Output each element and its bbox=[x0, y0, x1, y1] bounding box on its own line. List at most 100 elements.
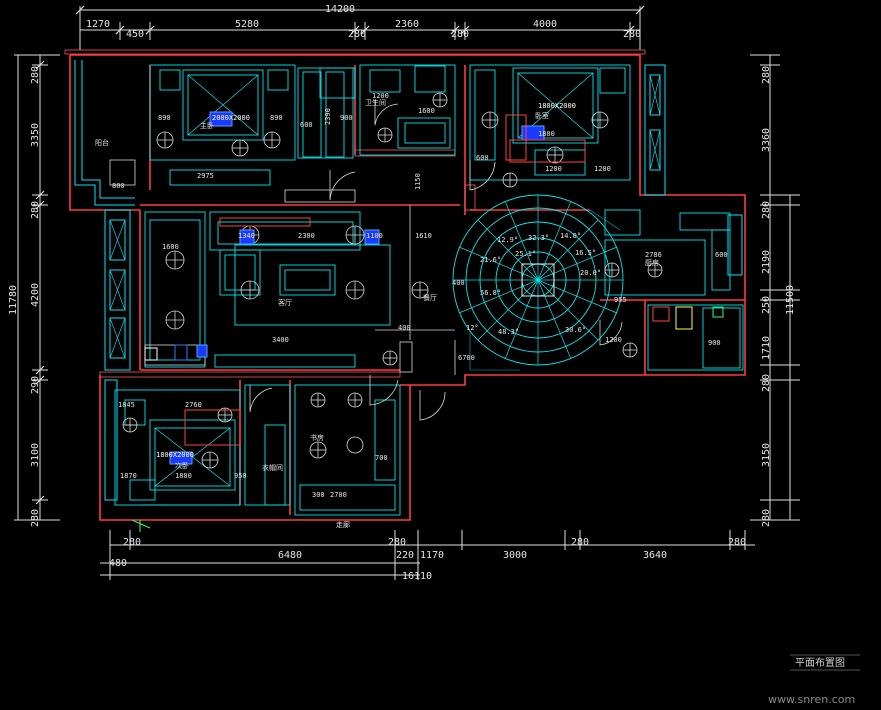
room-label-master: 主卧 bbox=[200, 121, 214, 130]
angle-4: 16.5° bbox=[575, 249, 596, 257]
dim-left-290: 290 bbox=[30, 376, 41, 394]
size-700: 700 bbox=[375, 454, 388, 462]
room-label-bath: 卫生间 bbox=[365, 98, 386, 107]
size-890b: 890 bbox=[270, 114, 283, 122]
dim-top-4: 280 bbox=[348, 29, 366, 40]
dim-right-280d: 280 bbox=[761, 509, 772, 527]
furniture-cyan bbox=[114, 64, 744, 516]
angle-8: 48.3° bbox=[498, 328, 519, 336]
round-dining-area bbox=[452, 194, 624, 366]
room-label-second: 卧室 bbox=[535, 111, 549, 120]
bed-master-size: 2000X2000 bbox=[212, 114, 250, 122]
size-1340: 1340 bbox=[238, 232, 255, 240]
dim-top-total: 14200 bbox=[325, 4, 355, 15]
size-2760: 2760 bbox=[185, 401, 202, 409]
angle-7: 30.6° bbox=[565, 326, 586, 334]
size-950: 950 bbox=[234, 472, 247, 480]
title-block: 平面布置图 www.snren.com bbox=[768, 654, 860, 706]
room-label-balcony: 阳台 bbox=[95, 138, 109, 147]
dim-top-6: 280 bbox=[451, 29, 469, 40]
marker-icon bbox=[131, 519, 151, 532]
dim-top-1: 1270 bbox=[86, 19, 110, 30]
angle-11: 25.1° bbox=[515, 250, 536, 258]
dimension-texts: 14200 1270 450 5280 280 2360 280 4000 28… bbox=[8, 4, 796, 582]
size-2975: 2975 bbox=[197, 172, 214, 180]
dim-bottom-3000: 3000 bbox=[503, 550, 527, 561]
dim-bottom-1170: 1170 bbox=[420, 550, 444, 561]
size-2300: 2300 bbox=[298, 232, 315, 240]
dim-left-total: 11780 bbox=[8, 285, 19, 315]
window-crosses bbox=[109, 74, 661, 359]
size-1800a: 1800 bbox=[538, 130, 555, 138]
size-1600b: 1600 bbox=[162, 243, 179, 251]
dim-right-280c: 280 bbox=[761, 374, 772, 392]
dim-right-280a: 280 bbox=[761, 66, 772, 84]
dim-right-280b: 280 bbox=[761, 201, 772, 219]
dim-top-7: 4000 bbox=[533, 19, 557, 30]
size-300: 300 bbox=[312, 491, 325, 499]
size-955: 955 bbox=[614, 296, 627, 304]
size-400: 400 bbox=[452, 279, 465, 287]
room-label-corridor: 走廊 bbox=[336, 520, 350, 529]
room-label-kitchen: 厨房 bbox=[645, 258, 659, 267]
size-1200a: 1200 bbox=[372, 92, 389, 100]
size-1150: 1150 bbox=[414, 173, 422, 190]
red-hatch bbox=[184, 114, 586, 446]
size-400b: 6700 bbox=[458, 354, 475, 362]
size-890a: 890 bbox=[158, 114, 171, 122]
size-600b: 600 bbox=[476, 154, 489, 162]
angle-2: 12.9° bbox=[497, 236, 518, 244]
watermark: www.snren.com bbox=[768, 693, 855, 706]
angle-1: 32.3° bbox=[528, 234, 549, 242]
size-1800b: 1800 bbox=[175, 472, 192, 480]
size-600d: 400 bbox=[398, 324, 411, 332]
angle-10: 21.6° bbox=[480, 256, 501, 264]
angle-9: 12° bbox=[466, 324, 479, 332]
size-1600a: 1600 bbox=[418, 107, 435, 115]
dim-left-280c: 280 bbox=[30, 509, 41, 527]
room-label-dining: 餐厅 bbox=[423, 293, 437, 302]
dim-top-3: 5280 bbox=[235, 19, 259, 30]
dim-top-8: 280 bbox=[623, 29, 641, 40]
bed-third-size: 1800X2000 bbox=[156, 451, 194, 459]
size-1870: 1870 bbox=[120, 472, 137, 480]
dimension-lines bbox=[14, 6, 800, 580]
dim-left-3350: 3350 bbox=[30, 123, 41, 147]
size-600c: 600 bbox=[715, 251, 728, 259]
room-label-living: 客厅 bbox=[278, 298, 292, 307]
size-2700: 2700 bbox=[330, 491, 347, 499]
dim-right-2190: 2190 bbox=[761, 250, 772, 274]
furniture-texts: 2000X2000 1800X2000 1800X2000 890 890 60… bbox=[112, 92, 728, 499]
dim-bottom-left: 480 bbox=[109, 558, 127, 569]
dim-left-4200: 4200 bbox=[30, 283, 41, 307]
dim-bottom-total: 16110 bbox=[402, 571, 432, 582]
bed-second-size: 1800X2000 bbox=[538, 102, 576, 110]
dimension-ticks bbox=[35, 5, 645, 505]
dim-top-5: 2360 bbox=[395, 19, 419, 30]
room-label-closet: 衣帽间 bbox=[262, 463, 283, 472]
dim-right-3360: 3360 bbox=[761, 128, 772, 152]
dining-hatch bbox=[469, 209, 621, 371]
room-label-study: 书房 bbox=[310, 433, 324, 442]
dim-bottom-280c: 280 bbox=[571, 537, 589, 548]
size-900a: 900 bbox=[340, 114, 353, 122]
dim-left-280a: 280 bbox=[30, 66, 41, 84]
angle-3: 14.0° bbox=[560, 232, 581, 240]
dim-right-1710: 1710 bbox=[761, 336, 772, 360]
wall-outlines bbox=[64, 49, 646, 378]
dim-bottom-220: 220 bbox=[396, 550, 414, 561]
dim-right-3150: 3150 bbox=[761, 443, 772, 467]
size-2390: 2390 bbox=[324, 108, 332, 125]
dim-right-250: 250 bbox=[761, 296, 772, 314]
size-2786: 2786 bbox=[645, 251, 662, 259]
dim-bottom-6480: 6480 bbox=[278, 550, 302, 561]
size-900b: 900 bbox=[708, 339, 721, 347]
dim-bottom-3640: 3640 bbox=[643, 550, 667, 561]
size-800a: 800 bbox=[112, 182, 125, 190]
dim-bottom-280b: 280 bbox=[388, 537, 406, 548]
dim-bottom-280a: 280 bbox=[123, 537, 141, 548]
dim-bottom-280d: 280 bbox=[728, 537, 746, 548]
size-1200d: 1200 bbox=[605, 336, 622, 344]
